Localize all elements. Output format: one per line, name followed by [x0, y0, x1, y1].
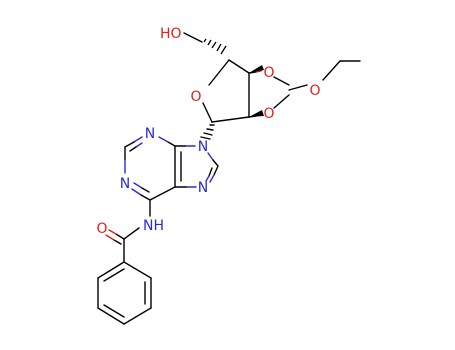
bond-cacetal-oe: [288, 84, 308, 91]
bond-n3-c2-inner-b: [129, 146, 137, 152]
bond-c3-c4: [228, 59, 250, 74]
bond-c8-n7-inner-b: [205, 175, 210, 182]
bond-n9-c8-b: [212, 159, 219, 167]
bond-c3-ot-red: [255, 70, 262, 73]
bond-n1-c6-b: [140, 194, 151, 201]
label-dioxolane-oxygen-top: O: [263, 65, 274, 81]
label-nh: NH: [143, 218, 164, 234]
bond-n1-c6-inner: [133, 182, 143, 189]
bond-ot-cacetal: [273, 76, 290, 86]
bond-c4-ch2-hashed: [203, 38, 227, 55]
label-n1: N: [120, 176, 130, 192]
bond-ho-ch2: [183, 32, 203, 43]
bond-n9-c8: [207, 152, 214, 161]
bond-n1-c6-inner-b: [141, 187, 150, 193]
bond-n1-c6: [131, 188, 142, 196]
bond-n3-c2-inner: [135, 142, 143, 148]
label-n7: N: [198, 180, 208, 196]
bond-c4-n3-b: [158, 136, 169, 143]
bond-nh-ccarbonyl: [123, 227, 140, 240]
bond-c8-n7: [213, 165, 219, 176]
bond-o4-c1: [202, 102, 213, 123]
bond-c2-h-wedge: [249, 110, 264, 117]
bond-ph-4: [97, 307, 125, 325]
bond-co-b-red: [105, 234, 115, 241]
bond-c3-h-wedge: [249, 65, 264, 73]
bond-ph-6: [97, 261, 125, 279]
bond-ph-3: [123, 307, 152, 325]
bond-c1-n9-hashed: [200, 124, 215, 140]
bond-ph-inner-c: [103, 268, 125, 282]
bond-co-a-red: [108, 229, 117, 235]
label-ho: HO: [160, 26, 182, 42]
bond-ph-1: [123, 261, 152, 279]
label-carbonyl-oxygen: O: [96, 221, 107, 237]
bond-c3-ot: [248, 71, 257, 74]
bond-n3-c2: [133, 136, 143, 143]
bond-ph-inner-b: [103, 304, 125, 318]
bond-c4-n3: [167, 141, 176, 147]
label-n9: N: [198, 139, 208, 155]
label-ring-oxygen: O: [190, 89, 201, 105]
bond-c5-c6: [149, 186, 176, 201]
bond-oe-ch2: [322, 60, 341, 81]
bond-co-a: [115, 233, 125, 240]
bond-ob-cacetal: [273, 94, 290, 109]
bond-c4-o4: [208, 59, 230, 86]
bond-c8-n7-inner: [208, 167, 213, 177]
bond-c1-c2: [211, 116, 250, 123]
bond-c8-n7-red: [209, 174, 215, 183]
label-n3: N: [145, 126, 155, 142]
label-dioxolane-oxygen-bottom: O: [263, 106, 274, 122]
label-ether-oxygen: O: [309, 83, 320, 99]
bond-n3-c2-b: [124, 141, 135, 148]
bond-co-b: [113, 239, 122, 245]
